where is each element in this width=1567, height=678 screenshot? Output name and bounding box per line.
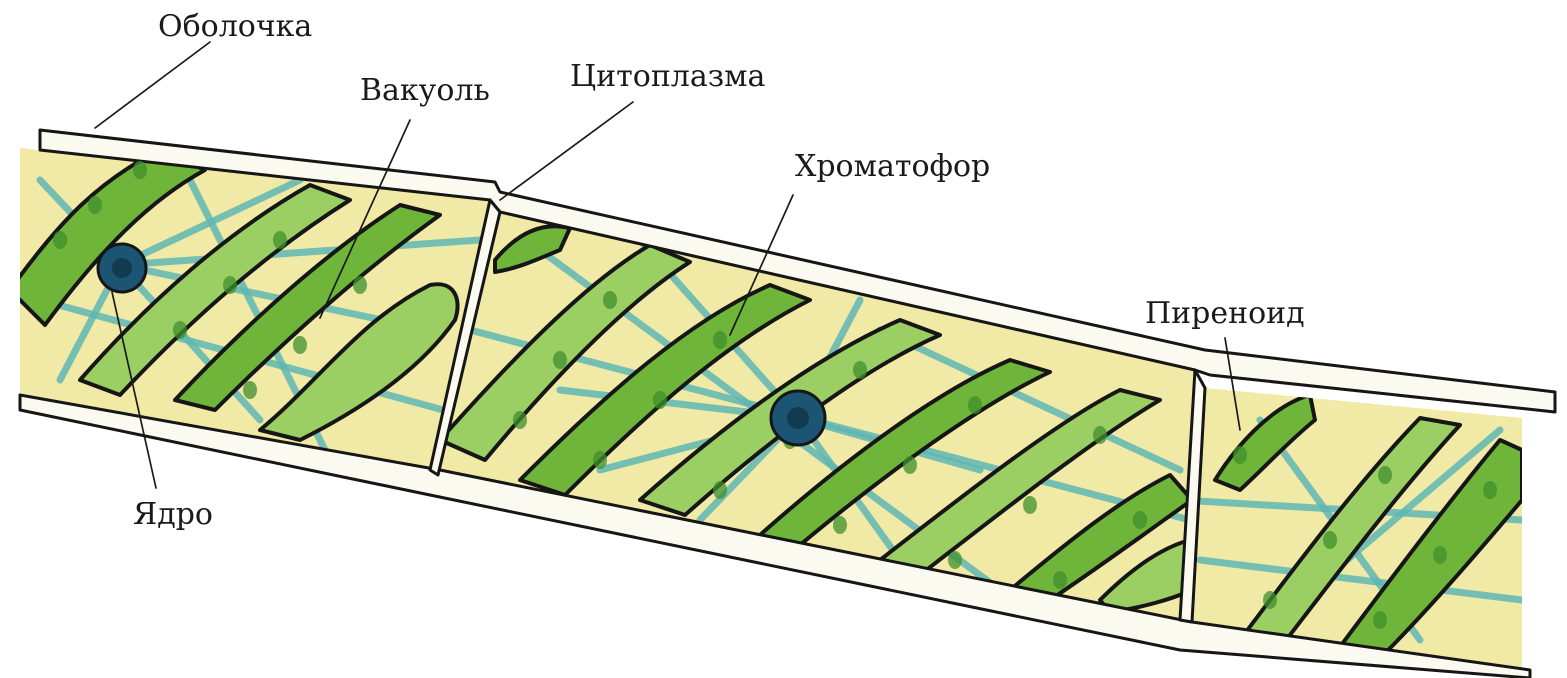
pyrenoid-icon xyxy=(1133,511,1147,529)
pyrenoid-icon xyxy=(243,381,257,399)
pyrenoid-icon xyxy=(1233,446,1247,464)
pyrenoid-icon xyxy=(1483,481,1497,499)
label-nucleus: Ядро xyxy=(133,497,213,532)
nucleus xyxy=(98,244,146,292)
pyrenoid-icon xyxy=(88,196,102,214)
pyrenoid-icon xyxy=(1263,591,1277,609)
nucleus xyxy=(771,391,825,445)
pyrenoid-icon xyxy=(713,481,727,499)
pyrenoid-icon xyxy=(653,391,667,409)
pyrenoid-icon xyxy=(273,231,287,249)
pyrenoid-icon xyxy=(293,336,307,354)
pyrenoid-icon xyxy=(1323,531,1337,549)
label-vacuole: Вакуоль xyxy=(360,73,490,108)
pyrenoid-icon xyxy=(1023,496,1037,514)
pyrenoid-icon xyxy=(603,291,617,309)
pyrenoid-icon xyxy=(1433,546,1447,564)
label-chromatophore: Хроматофор xyxy=(795,149,990,184)
pyrenoid-icon xyxy=(513,411,527,429)
label-cytoplasm: Цитоплазма xyxy=(570,59,765,94)
pyrenoid-icon xyxy=(833,516,847,534)
pyrenoid-icon xyxy=(1093,426,1107,444)
pyrenoid-icon xyxy=(353,276,367,294)
nucleolus-icon xyxy=(787,407,809,429)
pyrenoid-icon xyxy=(1053,571,1067,589)
pyrenoid-icon xyxy=(553,351,567,369)
pyrenoid-icon xyxy=(53,231,67,249)
cytoplasm-leader xyxy=(500,102,633,200)
label-pyrenoid: Пиреноид xyxy=(1145,296,1305,331)
pyrenoid-icon xyxy=(968,396,982,414)
pyrenoid-icon xyxy=(1378,466,1392,484)
pyrenoid-icon xyxy=(593,451,607,469)
pyrenoid-icon xyxy=(133,161,147,179)
label-envelope: Оболочка xyxy=(158,9,312,44)
nucleolus-icon xyxy=(112,258,132,278)
pyrenoid-icon xyxy=(173,321,187,339)
pyrenoid-icon xyxy=(903,456,917,474)
pyrenoid-icon xyxy=(853,361,867,379)
envelope-leader xyxy=(95,42,210,128)
pyrenoid-icon xyxy=(223,276,237,294)
pyrenoid-icon xyxy=(948,551,962,569)
pyrenoid-icon xyxy=(713,331,727,349)
pyrenoid-icon xyxy=(1373,611,1387,629)
